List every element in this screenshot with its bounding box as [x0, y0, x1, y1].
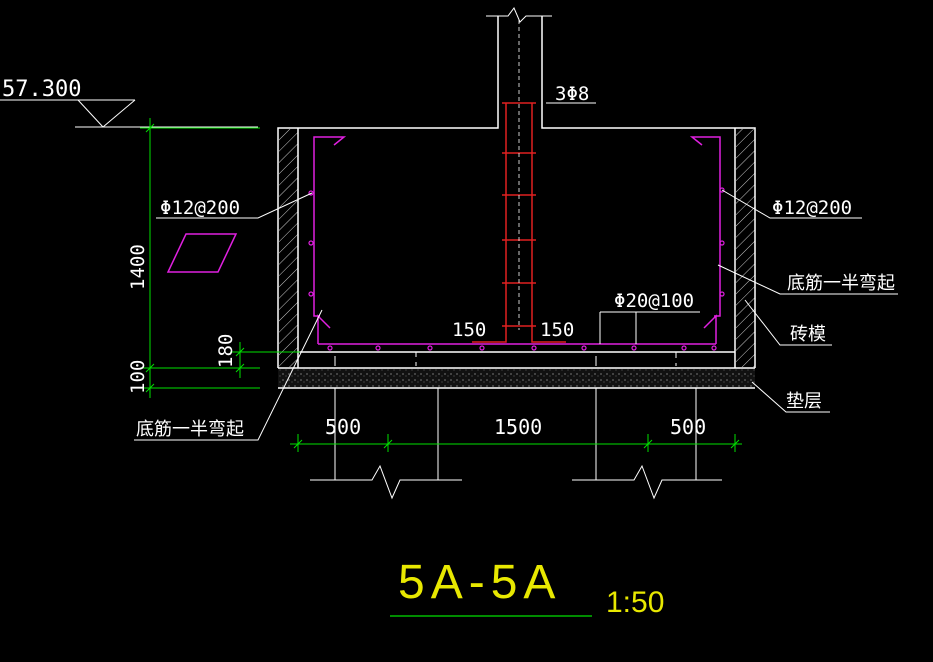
- horizontal-dimensions: [290, 434, 742, 452]
- dim-right-150: 150: [540, 319, 574, 341]
- section-scale: 1:50: [606, 586, 664, 619]
- elevation-label: 57.300: [2, 77, 81, 102]
- bend-right-leader: [717, 264, 898, 295]
- bottom-bend-right-label: 底筋一半弯起: [787, 273, 895, 294]
- bottom-bars-label: Φ20@100: [614, 290, 694, 312]
- left-wall-bars-label: Φ12@200: [160, 197, 240, 219]
- piles: [310, 351, 722, 500]
- column-bars-label: 3Φ8: [555, 83, 589, 105]
- dim-span-mid: 1500: [494, 415, 542, 439]
- dim-height-1400: 1400: [127, 244, 149, 290]
- right-wall-leader: [721, 189, 862, 219]
- main-rebar: [308, 136, 725, 351]
- brick-form-label: 砖模: [790, 324, 826, 345]
- dim-span-right: 500: [670, 415, 706, 439]
- elevation-marker: [0, 99, 258, 128]
- tank-outline: [277, 7, 756, 368]
- left-brick-form: [279, 129, 298, 367]
- vertical-dimensions: [140, 118, 300, 398]
- cushion-leader: [751, 381, 830, 413]
- fill-symbol: [166, 233, 238, 273]
- dim-180: 180: [215, 334, 237, 368]
- section-title: 5A-5A: [398, 556, 561, 609]
- brick-form-leader: [744, 299, 832, 346]
- bottom-bend-left-label: 底筋一半弯起: [136, 419, 244, 440]
- cushion-label: 垫层: [786, 391, 822, 412]
- dim-left-150: 150: [452, 319, 486, 341]
- dim-100: 100: [127, 360, 149, 394]
- dim-span-left: 500: [325, 415, 361, 439]
- column-rebar: [472, 20, 566, 343]
- right-wall-bars-label: Φ12@200: [772, 197, 852, 219]
- cushion-layer: [278, 367, 755, 389]
- bend-left-leader: [134, 309, 323, 441]
- left-wall-leader: [156, 192, 313, 219]
- right-brick-form: [736, 129, 755, 367]
